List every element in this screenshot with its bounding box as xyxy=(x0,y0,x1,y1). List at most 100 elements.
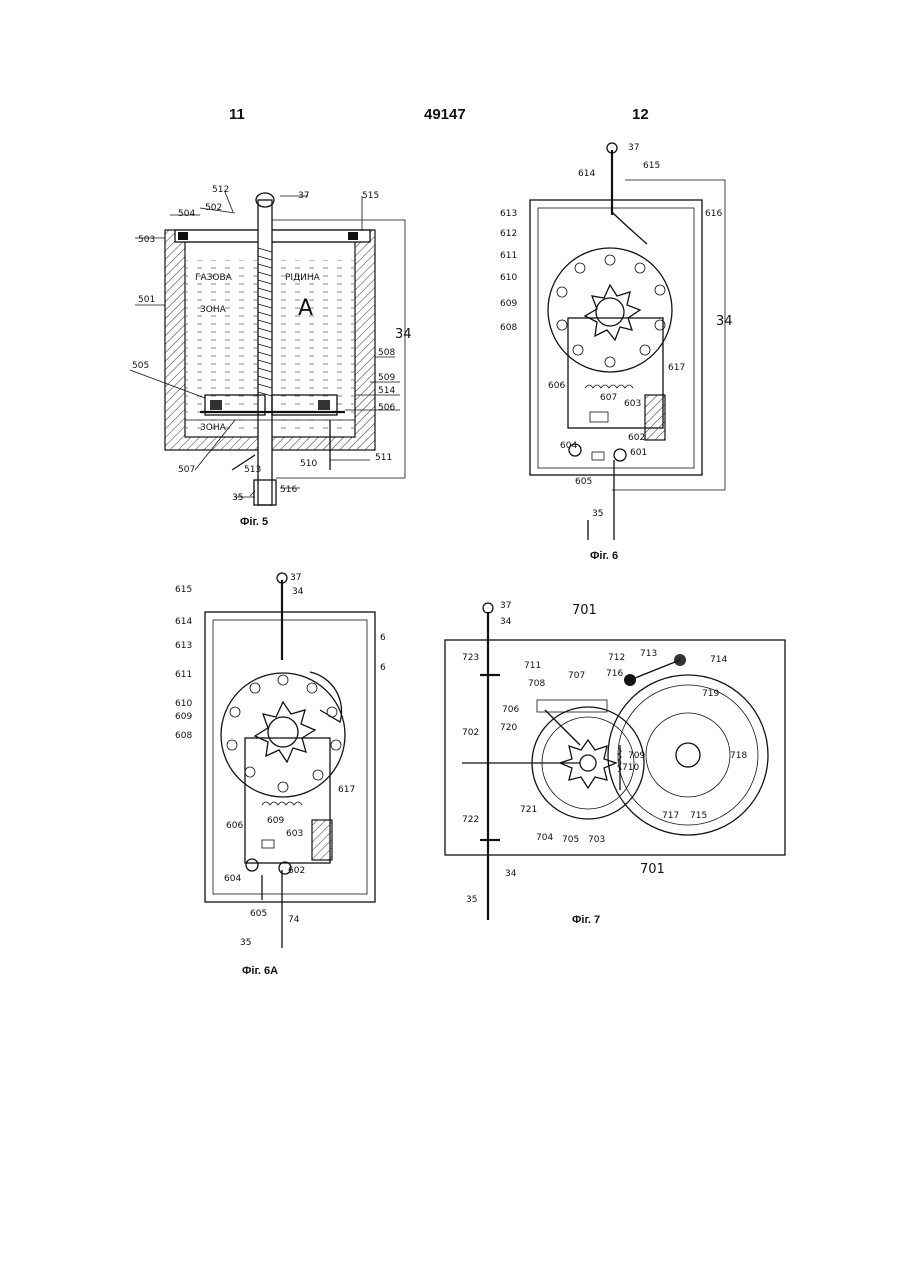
fig7-label-722: 722 xyxy=(462,815,479,825)
fig6-label-616: 616 xyxy=(705,209,722,219)
fig6a-label-605: 605 xyxy=(250,909,267,919)
fig7-label-37: 37 xyxy=(500,601,511,611)
fig6-label-35: 35 xyxy=(592,509,603,519)
fig6a-label-74: 74 xyxy=(288,915,300,925)
fig6-label-601: 601 xyxy=(630,448,647,458)
fig6-label-617: 617 xyxy=(668,363,685,373)
fig6-label-612: 612 xyxy=(500,229,517,239)
fig7-label-713: 713 xyxy=(640,649,657,659)
fig7-label-715: 715 xyxy=(690,811,707,821)
fig7-label-35: 35 xyxy=(466,895,477,905)
fig6a-label-617: 617 xyxy=(338,785,355,795)
fig7-label-707: 707 xyxy=(568,671,585,681)
fig5-text-a: А xyxy=(298,296,313,321)
fig6-label-615: 615 xyxy=(643,161,660,171)
fig6a-label-6b: 6 xyxy=(380,663,386,673)
fig6a-label-610: 610 xyxy=(175,699,192,709)
fig6-label-614: 614 xyxy=(578,169,595,179)
fig5-label-516: 516 xyxy=(280,485,297,495)
fig6a-label-35: 35 xyxy=(240,938,251,948)
fig5-label-502: 502 xyxy=(205,203,222,213)
fig5-text-gas: ГАЗОВА xyxy=(195,273,233,283)
fig7-label-720: 720 xyxy=(500,723,517,733)
figure-6: 37 615 614 613 616 612 611 610 609 608 6… xyxy=(500,143,733,540)
fig6a-label-606: 606 xyxy=(226,821,243,831)
fig6-label-609: 609 xyxy=(500,299,517,309)
fig7-label-703: 703 xyxy=(588,835,605,845)
fig6a-label-608: 608 xyxy=(175,731,192,741)
fig7-label-712: 712 xyxy=(608,653,625,663)
fig5-label-35: 35 xyxy=(232,493,243,503)
fig5-label-513: 513 xyxy=(244,465,261,475)
fig7-label-701b: 701 xyxy=(640,862,665,877)
fig5-label-509: 509 xyxy=(378,373,395,383)
fig6a-label-613: 613 xyxy=(175,641,192,651)
fig5-label-503: 503 xyxy=(138,235,155,245)
fig7-label-709: 709 xyxy=(628,751,645,761)
fig5-label-512: 512 xyxy=(212,185,229,195)
fig5-caption: Фіг. 5 xyxy=(240,516,268,528)
fig5-label-501: 501 xyxy=(138,295,155,305)
fig5-label-511: 511 xyxy=(375,453,392,463)
fig7-caption: Фіг. 7 xyxy=(572,914,600,926)
fig5-label-510: 510 xyxy=(300,459,317,469)
fig5-label-37: 37 xyxy=(298,191,309,201)
fig6-label-607: 607 xyxy=(600,393,617,403)
fig5-label-504: 504 xyxy=(178,209,195,219)
fig7-label-718: 718 xyxy=(730,751,747,761)
fig7-label-704: 704 xyxy=(536,833,553,843)
fig7-label-711: 711 xyxy=(524,661,541,671)
fig5-label-507: 507 xyxy=(178,465,195,475)
fig5-label-505: 505 xyxy=(132,361,149,371)
fig6a-label-614: 614 xyxy=(175,617,192,627)
figure-6a: 37 34 615 614 613 611 610 609 608 606 60… xyxy=(175,573,386,948)
figure-5: ГАЗОВА РІДИНА ЗОНА А ЗОНА 512 37 515 504… xyxy=(130,185,412,505)
fig7-label-714: 714 xyxy=(710,655,727,665)
fig5-text-liquid: РІДИНА xyxy=(285,273,321,283)
fig6a-label-609b: 609 xyxy=(267,816,284,826)
fig6a-label-611: 611 xyxy=(175,670,192,680)
fig7-label-702: 702 xyxy=(462,728,479,738)
fig6a-label-602: 602 xyxy=(288,866,305,876)
fig7-label-705: 705 xyxy=(562,835,579,845)
fig7-label-717: 717 xyxy=(662,811,679,821)
fig5-label-515: 515 xyxy=(362,191,379,201)
fig6a-caption: Фіг. 6А xyxy=(242,965,278,977)
fig7-label-706: 706 xyxy=(502,705,519,715)
fig6-label-606: 606 xyxy=(548,381,565,391)
fig5-label-34: 34 xyxy=(395,327,412,342)
fig7-label-34: 34 xyxy=(500,617,512,627)
fig6-label-605: 605 xyxy=(575,477,592,487)
fig6a-label-604: 604 xyxy=(224,874,241,884)
fig7-label-710: 710 xyxy=(622,763,639,773)
fig6a-label-34: 34 xyxy=(292,587,304,597)
fig6-label-604: 604 xyxy=(560,441,577,451)
fig7-label-716: 716 xyxy=(606,669,623,679)
fig7-label-701: 701 xyxy=(572,603,597,618)
fig6a-label-37: 37 xyxy=(290,573,301,583)
fig6a-label-6a: 6 xyxy=(380,633,386,643)
fig6-label-603: 603 xyxy=(624,399,641,409)
fig5-text-zone-2: ЗОНА xyxy=(200,423,227,433)
fig7-label-723: 723 xyxy=(462,653,479,663)
fig5-label-506: 506 xyxy=(378,403,395,413)
fig5-label-508: 508 xyxy=(378,348,395,358)
fig6-label-37: 37 xyxy=(628,143,639,153)
fig7-label-721: 721 xyxy=(520,805,537,815)
fig6-label-613: 613 xyxy=(500,209,517,219)
fig6-label-602: 602 xyxy=(628,433,645,443)
fig6a-label-615: 615 xyxy=(175,585,192,595)
fig7-label-708: 708 xyxy=(528,679,545,689)
fig6-label-610: 610 xyxy=(500,273,517,283)
fig6-label-34: 34 xyxy=(716,314,733,329)
fig7-label-719: 719 xyxy=(702,689,719,699)
fig7-label-34b: 34 xyxy=(505,869,517,879)
fig5-label-514: 514 xyxy=(378,386,395,396)
figure-7: 37 34 701 723 702 722 712 713 714 711 71… xyxy=(445,601,785,920)
fig6-label-608: 608 xyxy=(500,323,517,333)
fig6a-label-609: 609 xyxy=(175,712,192,722)
fig6-label-611: 611 xyxy=(500,251,517,261)
fig5-text-zone: ЗОНА xyxy=(200,305,227,315)
fig6-caption: Фіг. 6 xyxy=(590,550,618,562)
